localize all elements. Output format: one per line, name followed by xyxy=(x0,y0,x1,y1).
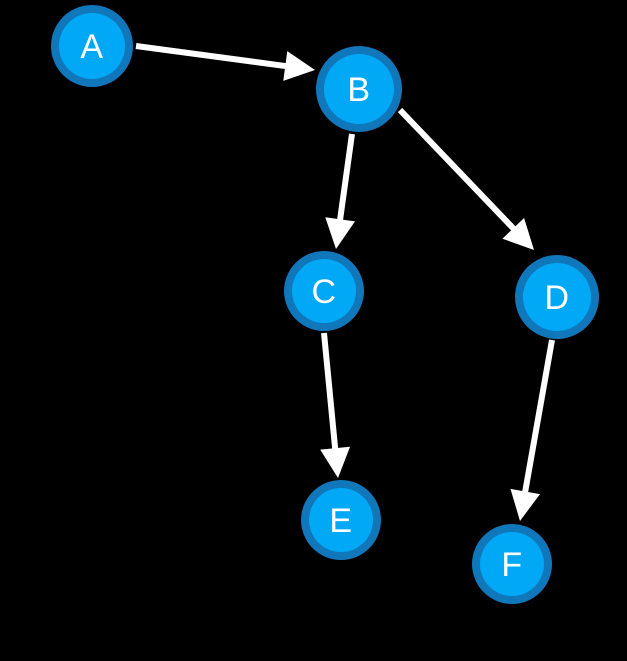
edge-line xyxy=(397,107,519,234)
node-label: A xyxy=(80,28,103,66)
edge-line xyxy=(521,339,555,496)
edge-arrowhead-icon xyxy=(502,217,534,250)
edge-arrowhead-icon xyxy=(320,446,351,478)
node-fill xyxy=(292,259,356,323)
nodes-layer: A B C D E F xyxy=(51,5,599,604)
edge-b-to-d[interactable] xyxy=(397,107,534,250)
node-label: D xyxy=(544,279,569,317)
edge-line xyxy=(336,133,355,224)
edges-layer xyxy=(135,43,555,521)
edge-d-to-f[interactable] xyxy=(510,339,555,521)
graph-node-d[interactable]: D xyxy=(515,255,599,339)
edge-line xyxy=(321,332,339,453)
graph-node-e[interactable]: E xyxy=(301,480,381,560)
node-fill xyxy=(480,532,544,596)
edge-arrowhead-icon xyxy=(510,488,540,521)
edge-b-to-c[interactable] xyxy=(325,133,355,249)
graph-node-f[interactable]: F xyxy=(472,524,552,604)
node-label: E xyxy=(329,502,352,540)
graph-node-a[interactable]: A xyxy=(51,5,133,87)
edge-a-to-b[interactable] xyxy=(135,43,315,81)
edge-arrowhead-icon xyxy=(325,217,355,249)
graph-node-c[interactable]: C xyxy=(284,251,364,331)
edge-line xyxy=(135,43,290,70)
node-fill xyxy=(59,13,125,79)
node-label: C xyxy=(311,273,336,311)
node-fill xyxy=(523,263,591,331)
node-fill xyxy=(324,54,394,124)
edge-arrowhead-icon xyxy=(283,51,315,81)
graph-node-b[interactable]: B xyxy=(316,46,402,132)
node-label: B xyxy=(347,71,370,109)
node-fill xyxy=(309,488,373,552)
node-label: F xyxy=(501,546,522,584)
edge-c-to-e[interactable] xyxy=(320,332,351,478)
